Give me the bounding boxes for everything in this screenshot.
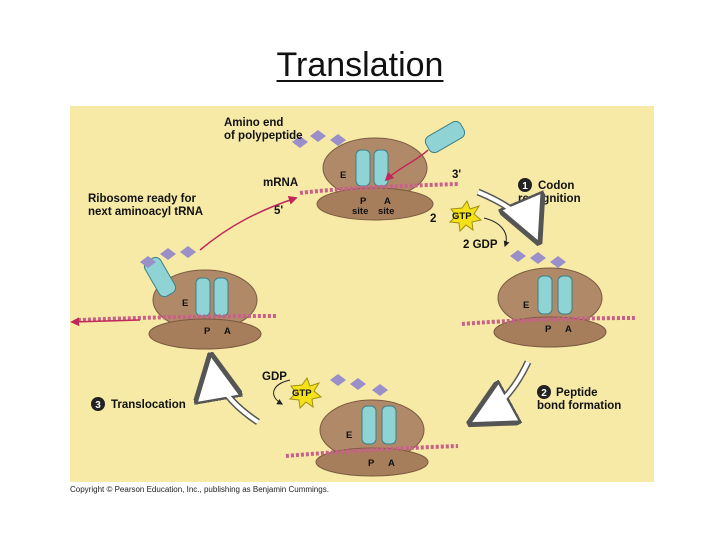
ribosome-right bbox=[461, 250, 637, 348]
site-label-p: site bbox=[352, 206, 368, 217]
step3-label: Translocation bbox=[111, 399, 186, 411]
site-label-a: site bbox=[378, 206, 394, 217]
a-site-label-top: A bbox=[384, 196, 391, 207]
ready-label-1: Ribosome ready for bbox=[88, 193, 197, 205]
page-title: Translation bbox=[276, 46, 444, 84]
a-site-label-right: A bbox=[565, 324, 572, 335]
a-site-label-left: A bbox=[224, 326, 231, 337]
step2-label-1: Peptide bbox=[556, 387, 598, 399]
step1-badge bbox=[518, 178, 532, 192]
copyright-text: Copyright © Pearson Education, Inc., pub… bbox=[70, 485, 329, 494]
p-site-label-left: P bbox=[204, 326, 211, 337]
e-site-label-top: E bbox=[340, 170, 346, 181]
two-gdp-label: 2 GDP bbox=[463, 239, 498, 251]
p-site-label-bottom: P bbox=[368, 458, 375, 469]
e-site-label-right: E bbox=[523, 300, 529, 311]
step2-number: 2 bbox=[541, 388, 547, 399]
gtp-label-top: GTP bbox=[452, 211, 472, 222]
step1-label-1: Codon bbox=[538, 180, 574, 192]
a-site-label-bottom: A bbox=[388, 458, 395, 469]
step3-badge bbox=[91, 397, 105, 411]
ribosome-left bbox=[70, 246, 277, 350]
ribosome-bottom bbox=[285, 374, 459, 477]
step3-number: 3 bbox=[95, 400, 101, 411]
step2-badge bbox=[537, 385, 551, 399]
three-prime-label: 3' bbox=[452, 169, 461, 181]
gtp-label-bottom: GTP bbox=[292, 388, 312, 399]
cycle-arrow-3 bbox=[212, 362, 260, 425]
gtp-star-bottom bbox=[288, 376, 323, 410]
ready-label-2: next aminoacyl tRNA bbox=[88, 206, 203, 218]
two-label: 2 bbox=[430, 213, 436, 225]
p-site-label-top: P bbox=[360, 196, 367, 207]
amino-end-label: Amino end bbox=[224, 117, 283, 129]
step1-label-2: recognition bbox=[518, 193, 581, 205]
ribosome-top bbox=[292, 120, 466, 221]
gdp-label: GDP bbox=[262, 371, 287, 383]
e-site-label-left: E bbox=[182, 298, 188, 309]
cycle-arrow-2 bbox=[476, 360, 532, 420]
amino-end-label-2: of polypeptide bbox=[224, 130, 303, 142]
step2-label-2: bond formation bbox=[537, 400, 621, 412]
mrna-label: mRNA bbox=[263, 177, 298, 189]
five-prime-label: 5' bbox=[274, 205, 283, 217]
step1-number: 1 bbox=[522, 181, 528, 192]
gtp-star-top bbox=[448, 199, 483, 233]
e-site-label-bottom: E bbox=[346, 430, 352, 441]
p-site-label-right: P bbox=[545, 324, 552, 335]
